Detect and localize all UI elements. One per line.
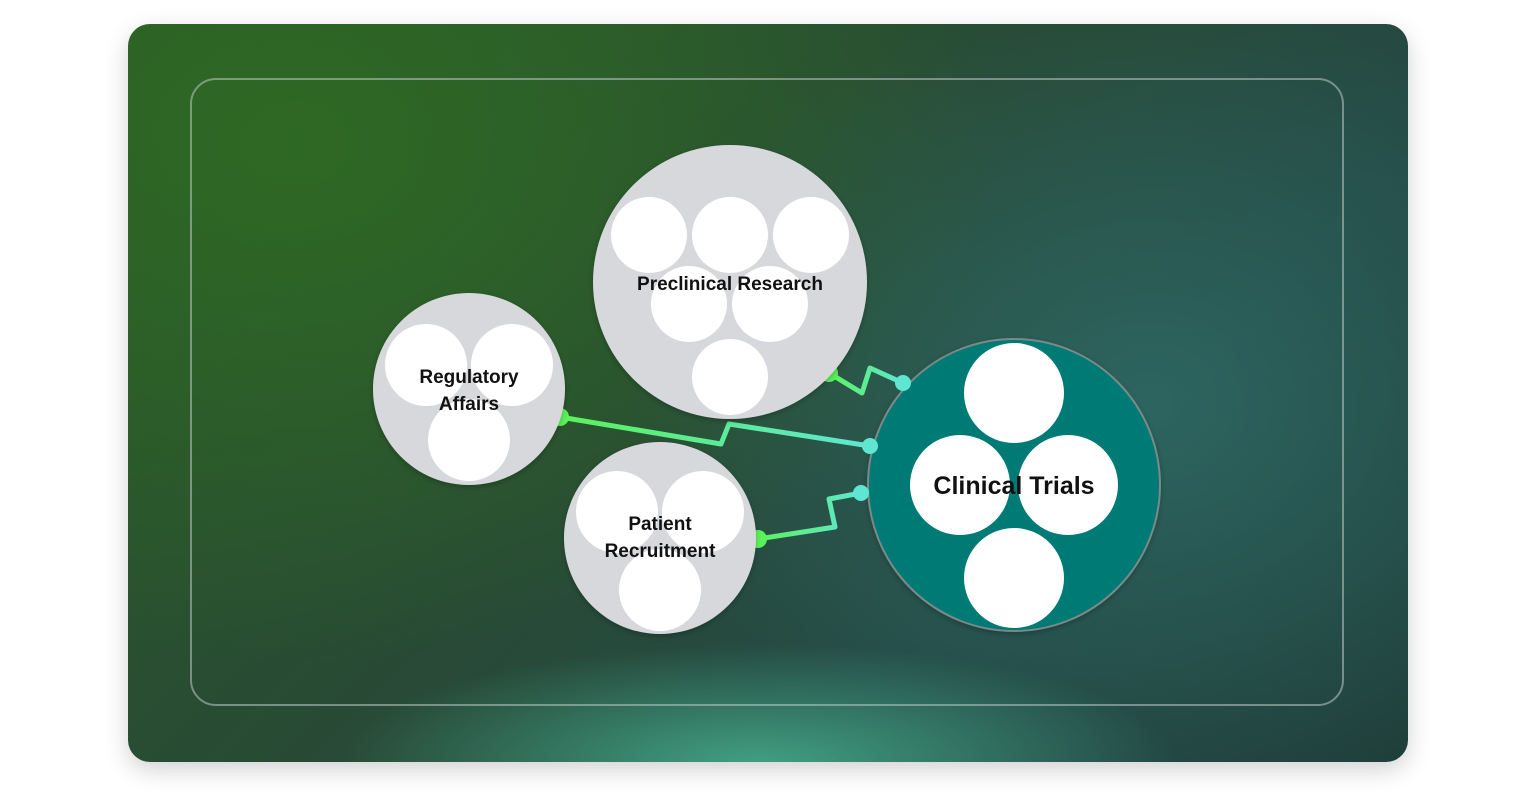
node-label-line2: Affairs — [439, 394, 499, 415]
member-circle — [692, 339, 768, 415]
connector-patient-clinical — [749, 490, 862, 548]
member-circle — [910, 435, 1010, 535]
diagram-frame — [190, 78, 1344, 706]
member-circle — [651, 266, 727, 342]
member-circle — [576, 471, 658, 553]
node-label: Preclinical Research — [637, 274, 823, 295]
member-circle — [692, 197, 768, 273]
member-circle — [385, 324, 467, 406]
connector-end-dot — [862, 438, 878, 454]
member-circle — [773, 197, 849, 273]
node-regulatory-affairs[interactable]: Regulatory Affairs — [373, 293, 565, 485]
node-patient-recruitment[interactable]: Patient Recruitment — [564, 442, 756, 634]
member-circle — [732, 266, 808, 342]
node-label-line1: Patient — [628, 514, 692, 535]
node-label-line2: Recruitment — [605, 541, 717, 562]
member-circle — [662, 471, 744, 553]
node-clinical-trials[interactable]: Clinical Trials — [867, 338, 1161, 632]
member-circle — [619, 549, 701, 631]
node-preclinical-research[interactable]: Preclinical Research — [593, 145, 867, 419]
hub-label: Clinical Trials — [933, 472, 1094, 500]
member-circle — [428, 399, 510, 481]
connector-end-dot — [853, 485, 869, 501]
member-circle — [611, 197, 687, 273]
member-circle — [964, 528, 1064, 628]
hub-circle — [867, 338, 1161, 632]
member-circle — [964, 343, 1064, 443]
member-circle — [1018, 435, 1118, 535]
connector-end-dot — [895, 375, 911, 391]
node-label-line1: Regulatory — [419, 367, 519, 388]
member-circle — [471, 324, 553, 406]
